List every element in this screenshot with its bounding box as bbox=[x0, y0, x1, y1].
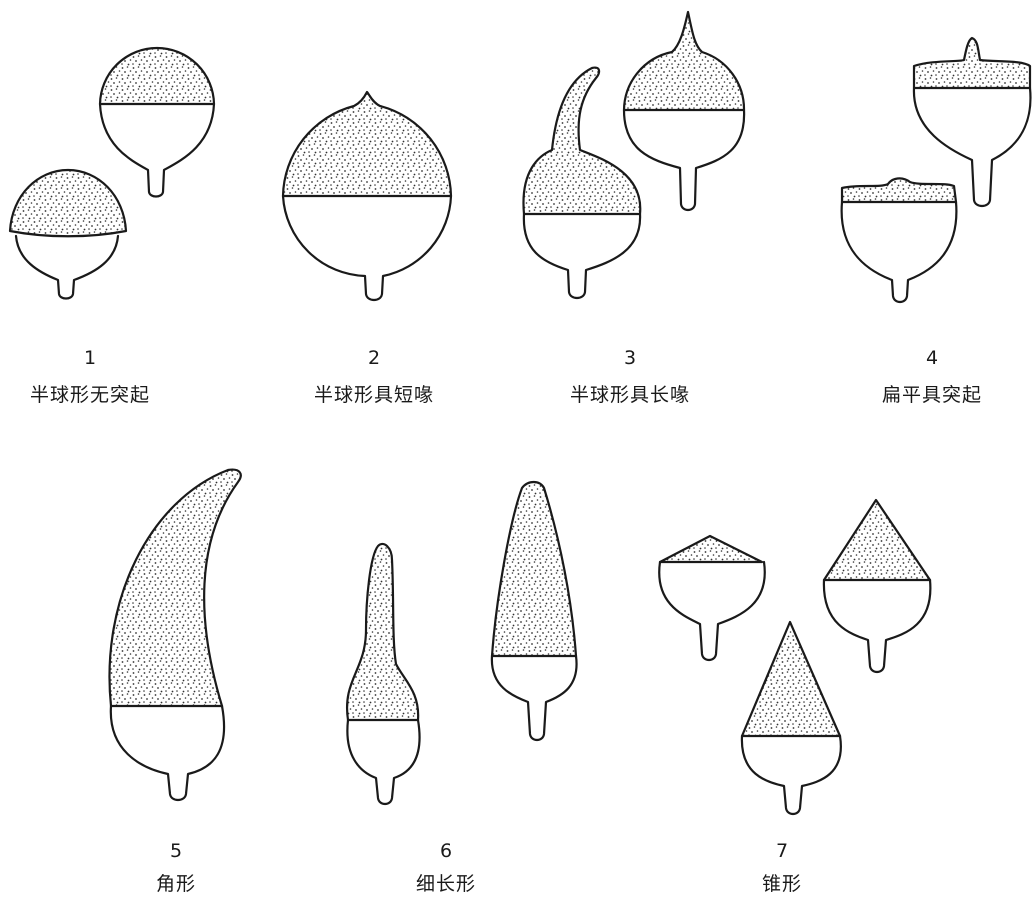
figure-4-label: 扁平具突起 bbox=[832, 383, 1032, 407]
figure-4-number: 4 bbox=[832, 347, 1032, 369]
figure-7-label: 锥形 bbox=[682, 872, 882, 896]
fig4-lower-cap bbox=[842, 178, 956, 202]
figure-1-caption: 1 半球形无突起 bbox=[0, 347, 190, 407]
fig6-right-bottom bbox=[492, 656, 577, 740]
fig1-bulb-b-cap bbox=[10, 170, 126, 236]
fig5-horn bbox=[109, 470, 240, 706]
fig1-bulb-a-cap bbox=[100, 47, 214, 104]
fig7-a-bottom bbox=[659, 562, 765, 660]
fig1-bulb-b-outline bbox=[16, 236, 118, 299]
fig4-lower-bottom bbox=[842, 202, 957, 302]
fig4-upper-cap bbox=[914, 38, 1030, 88]
figure-7-shape bbox=[659, 500, 930, 814]
figure-2-caption: 2 半球形具短喙 bbox=[274, 347, 474, 407]
figure-4-caption: 4 扁平具突起 bbox=[832, 347, 1032, 407]
figure-1-number: 1 bbox=[0, 347, 190, 369]
fig5-bottom bbox=[111, 706, 224, 800]
fig6-left-bottom bbox=[347, 720, 419, 804]
figure-5-caption: 5 角形 bbox=[76, 840, 276, 896]
figure-2-label: 半球形具短喙 bbox=[274, 383, 474, 407]
figure-6-number: 6 bbox=[346, 840, 546, 862]
fig7-b-cone bbox=[824, 500, 930, 580]
fig6-left-body bbox=[347, 544, 418, 720]
fig3-right-bottom bbox=[624, 110, 744, 210]
fig7-c-cone bbox=[742, 622, 840, 736]
figure-5-label: 角形 bbox=[76, 872, 276, 896]
fig7-b-bottom bbox=[824, 580, 930, 672]
fig3-left-bottom bbox=[524, 214, 640, 298]
fig6-right-body bbox=[492, 482, 576, 656]
figure-5-number: 5 bbox=[76, 840, 276, 862]
figure-4-shape bbox=[842, 38, 1031, 302]
figure-6-shape bbox=[347, 482, 577, 804]
fig3-right-cap bbox=[624, 12, 744, 110]
figure-2-number: 2 bbox=[274, 347, 474, 369]
fig2-cap bbox=[283, 92, 451, 196]
fig3-left-cap bbox=[523, 68, 640, 214]
figure-7-number: 7 bbox=[682, 840, 882, 862]
fig2-bottom bbox=[283, 196, 451, 300]
fig7-a-cone bbox=[660, 536, 762, 562]
figure-7-caption: 7 锥形 bbox=[682, 840, 882, 896]
fig7-c-bottom bbox=[742, 736, 841, 814]
figure-3-shape bbox=[523, 12, 744, 298]
figure-3-caption: 3 半球形具长喙 bbox=[530, 347, 730, 407]
figure-2-shape bbox=[283, 92, 451, 300]
figure-3-label: 半球形具长喙 bbox=[530, 383, 730, 407]
figure-6-label: 细长形 bbox=[346, 872, 546, 896]
figure-5-shape bbox=[109, 470, 240, 800]
figure-1-shape bbox=[10, 47, 214, 299]
figure-6-caption: 6 细长形 bbox=[346, 840, 546, 896]
figure-1-label: 半球形无突起 bbox=[0, 383, 190, 407]
figure-3-number: 3 bbox=[530, 347, 730, 369]
